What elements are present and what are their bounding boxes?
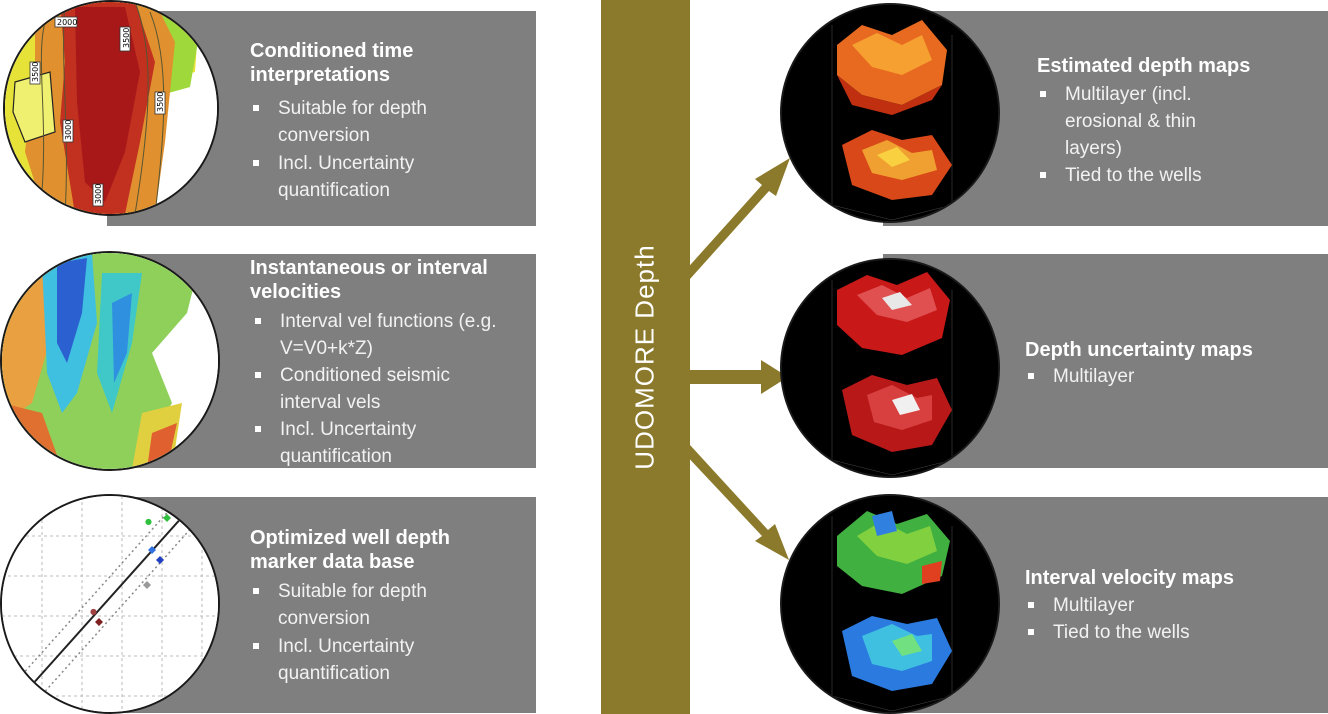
- time-contour-map-image: 3500 3000 3500 3000 3500 2000: [3, 0, 219, 216]
- output-list: Multilayer Tied to the wells: [1025, 592, 1255, 646]
- list-item: Incl. Uncertainty quantification: [250, 150, 510, 204]
- list-item: Tied to the wells: [1037, 162, 1267, 189]
- output-title: Estimated depth maps: [1037, 55, 1251, 77]
- uncertainty-maps-3d-image: [780, 258, 1000, 478]
- svg-text:●: ●: [145, 517, 152, 526]
- input-list: Suitable for depth conversion Incl. Unce…: [250, 95, 510, 204]
- udomore-depth-bar: [601, 0, 690, 714]
- contour-label: 3500: [122, 28, 131, 48]
- list-item: Incl. Uncertainty quantification: [252, 416, 512, 470]
- velocity-map-image: [0, 251, 220, 471]
- input-title: Instantaneous or interval velocities: [250, 257, 488, 303]
- list-item: Suitable for depth conversion: [250, 95, 510, 149]
- svg-text:●: ●: [90, 607, 97, 616]
- contour-label: 3000: [64, 120, 73, 140]
- list-item: Multilayer: [1025, 592, 1255, 619]
- list-item: Multilayer (incl. erosional & thin layer…: [1037, 81, 1235, 162]
- arrow-to-velocity-maps: [683, 445, 789, 560]
- contour-label: 3500: [156, 92, 165, 112]
- well-marker-crossplot-image: ● ●: [0, 494, 220, 714]
- list-item: Suitable for depth conversion: [250, 578, 510, 632]
- list-item: Tied to the wells: [1025, 619, 1255, 646]
- list-item: Incl. Uncertainty quantification: [250, 633, 510, 687]
- input-list: Interval vel functions (e.g. V=V0+k*Z) C…: [252, 308, 512, 470]
- contour-label: 3000: [94, 184, 103, 204]
- input-title: Optimized well depth marker data base: [250, 527, 451, 573]
- output-title: Interval velocity maps: [1025, 567, 1234, 589]
- input-list: Suitable for depth conversion Incl. Unce…: [250, 578, 510, 687]
- input-title: Conditioned time interpretations: [250, 40, 414, 86]
- list-item: Interval vel functions (e.g. V=V0+k*Z): [252, 308, 512, 362]
- output-title: Depth uncertainty maps: [1025, 339, 1253, 361]
- velocity-maps-3d-image: [780, 494, 1000, 714]
- output-list: Multilayer (incl. erosional & thin layer…: [1037, 81, 1267, 189]
- output-list: Multilayer: [1025, 363, 1255, 390]
- depth-maps-3d-image: [780, 3, 1000, 223]
- contour-label: 2000: [57, 18, 77, 27]
- arrow-to-uncertainty-maps: [684, 360, 788, 394]
- contour-label: 3500: [31, 62, 40, 82]
- arrow-to-depth-maps: [683, 158, 790, 279]
- list-item: Conditioned seismic interval vels: [252, 362, 512, 416]
- list-item: Multilayer: [1025, 363, 1255, 390]
